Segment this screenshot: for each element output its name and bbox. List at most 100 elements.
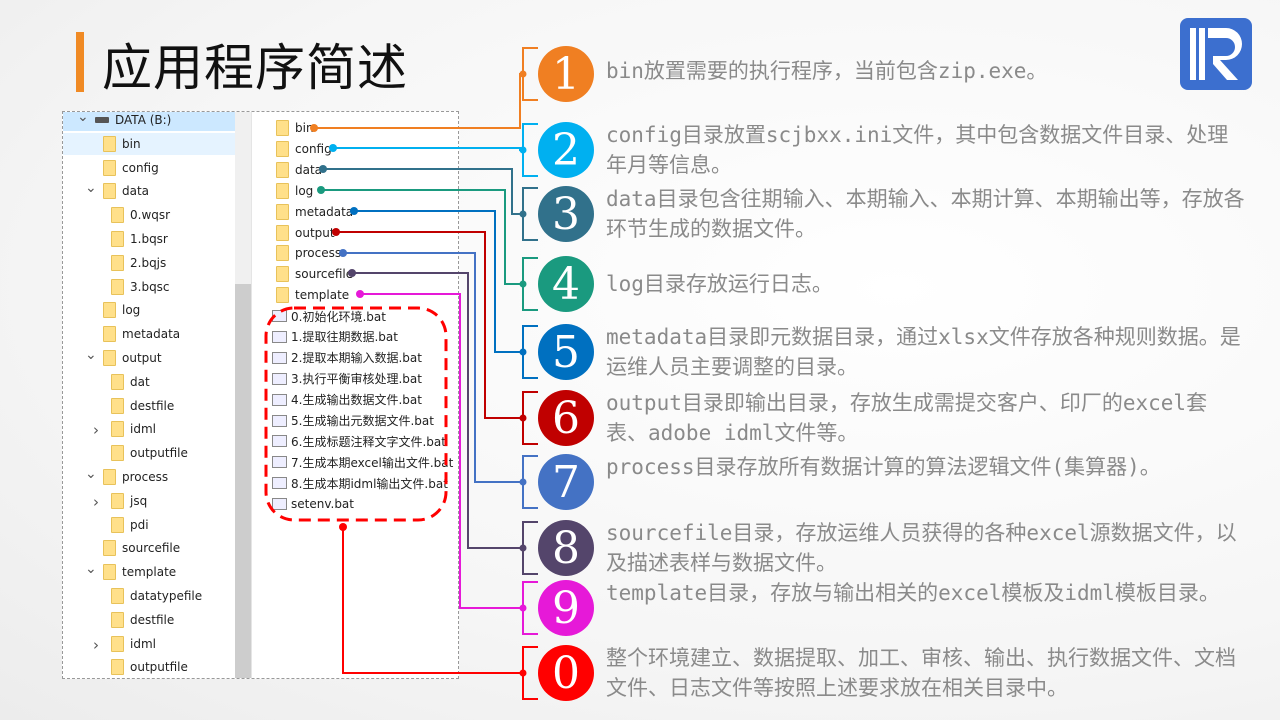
tree-item[interactable]: destfile: [63, 609, 235, 631]
bat-file-item[interactable]: 4.生成输出数据文件.bat: [272, 389, 422, 411]
tree-item[interactable]: ›jsq: [63, 490, 235, 512]
tree-item-label: 2.bqjs: [130, 255, 167, 270]
description-text: output目录即输出目录，存放生成需提交客户、印厂的excel套表、adobe…: [606, 391, 1208, 445]
number-badge: 4: [538, 256, 594, 312]
folder-item[interactable]: template: [276, 284, 349, 306]
tree-item[interactable]: pdi: [63, 514, 235, 536]
tree-item[interactable]: 2.bqjs: [63, 252, 235, 274]
folder-icon: [276, 224, 289, 241]
number-badge: 2: [538, 122, 594, 178]
bracket-dot: [519, 210, 527, 218]
tree-item-label: template: [122, 565, 177, 580]
bat-file-item[interactable]: 8.生成本期idml输出文件.bat: [272, 472, 448, 494]
folder-icon: [103, 469, 116, 485]
tree-item[interactable]: datatypefile: [63, 585, 235, 607]
chevron-down-icon[interactable]: ⌄: [85, 466, 97, 482]
folder-item[interactable]: config: [276, 138, 332, 160]
bracket-dot: [519, 604, 527, 612]
folder-label: process: [295, 246, 342, 261]
folder-item[interactable]: process: [276, 242, 341, 264]
tree-item[interactable]: ›idml: [63, 633, 235, 655]
bat-file-item[interactable]: 3.执行平衡审核处理.bat: [272, 368, 422, 390]
drive-icon: [95, 117, 109, 123]
chevron-down-icon[interactable]: ⌄: [85, 347, 97, 363]
tree-item[interactable]: config: [63, 157, 235, 179]
bat-file-item[interactable]: 2.提取本期输入数据.bat: [272, 347, 422, 369]
bat-file-label: 4.生成输出数据文件.bat: [291, 393, 422, 408]
folder-icon: [111, 397, 124, 414]
tree-item[interactable]: bin: [63, 132, 235, 155]
folder-label: template: [295, 288, 350, 303]
tree-item-label: dat: [130, 374, 150, 389]
tree-item[interactable]: ⌄process: [63, 466, 235, 488]
chevron-right-icon[interactable]: ›: [93, 635, 99, 654]
tree-item[interactable]: 0.wqsr: [63, 204, 235, 226]
folder-item[interactable]: data: [276, 159, 322, 181]
tree-item[interactable]: 1.bqsr: [63, 228, 235, 250]
folder-item[interactable]: output: [276, 222, 335, 244]
tree-item[interactable]: metadata: [63, 323, 235, 345]
folder-item[interactable]: sourcefile: [276, 263, 353, 285]
connector-line: [343, 252, 523, 483]
folder-icon: [276, 203, 289, 220]
folder-icon: [103, 159, 116, 176]
batch-file-icon: [272, 351, 287, 364]
folder-item[interactable]: bin: [276, 117, 314, 139]
bat-file-label: setenv.bat: [291, 497, 354, 512]
scrollbar-thumb[interactable]: [235, 284, 251, 678]
tree-item[interactable]: destfile: [63, 395, 235, 417]
tree-item-label: destfile: [130, 612, 175, 627]
bracket-dot: [519, 478, 527, 486]
tree-item-label: sourcefile: [122, 541, 181, 556]
folder-icon: [103, 135, 116, 152]
description-text: bin放置需要的执行程序，当前包含zip.exe。: [606, 59, 1048, 83]
tree-item-label: log: [122, 303, 141, 318]
bat-file-label: 1.提取往期数据.bat: [291, 330, 398, 345]
chevron-down-icon[interactable]: ⌄: [85, 561, 97, 578]
folder-icon: [111, 421, 124, 438]
folder-label: data: [295, 162, 323, 177]
bracket-dot: [519, 146, 527, 154]
tree-item[interactable]: outputfile: [63, 656, 235, 678]
tree-item[interactable]: 3.bqsc: [63, 276, 235, 298]
bat-file-item[interactable]: setenv.bat: [272, 493, 354, 515]
batch-file-icon: [272, 372, 287, 385]
tree-item[interactable]: ⌄output: [63, 347, 235, 369]
chevron-down-icon[interactable]: ⌄: [85, 180, 97, 197]
folder-item[interactable]: log: [276, 180, 313, 202]
chevron-down-icon[interactable]: ⌄: [77, 111, 89, 125]
bat-file-item[interactable]: 1.提取往期数据.bat: [272, 326, 398, 348]
description-text: metadata目录即元数据目录，通过xlsx文件存放各种规则数据。是运维人员主…: [606, 325, 1241, 379]
bat-file-item[interactable]: 6.生成标题注释文字文件.bat: [272, 430, 446, 452]
tree-item-label: config: [122, 160, 159, 175]
tree-item[interactable]: ⌄data: [63, 180, 235, 202]
tree-item[interactable]: ⌄DATA (B:): [63, 111, 235, 131]
tree-item[interactable]: dat: [63, 371, 235, 393]
folder-icon: [111, 254, 124, 271]
batch-file-icon: [272, 477, 287, 490]
bat-file-item[interactable]: 5.生成输出元数据文件.bat: [272, 410, 434, 432]
bracket-dot: [519, 280, 527, 288]
tree-item[interactable]: log: [63, 299, 235, 321]
tree-item[interactable]: ⌄ template: [63, 561, 235, 583]
tree-item[interactable]: outputfile: [63, 442, 235, 464]
connector-line: [354, 210, 523, 353]
folder-icon: [276, 245, 289, 262]
tree-scrollbar[interactable]: [235, 112, 251, 678]
tree-item-label: datatypefile: [130, 589, 203, 603]
tree-item[interactable]: sourcefile: [63, 537, 235, 559]
batch-file-icon: [272, 498, 287, 511]
chevron-right-icon[interactable]: ›: [93, 421, 99, 440]
folder-item[interactable]: metadata: [276, 201, 353, 223]
bat-file-item[interactable]: 7.生成本期excel输出文件.bat: [272, 451, 453, 473]
r-logo-icon: [1190, 28, 1242, 80]
folder-icon: [111, 492, 124, 509]
chevron-right-icon[interactable]: ›: [93, 492, 99, 511]
number-badge: 1: [538, 46, 594, 102]
tree-item[interactable]: ›idml: [63, 418, 235, 440]
batch-file-icon: [272, 456, 287, 469]
tree-item-label: 3.bqsc: [130, 279, 170, 294]
folder-icon: [276, 161, 289, 178]
description-text: sourcefile目录，存放运维人员获得的各种excel源数据文件，以及描述表…: [606, 521, 1237, 575]
